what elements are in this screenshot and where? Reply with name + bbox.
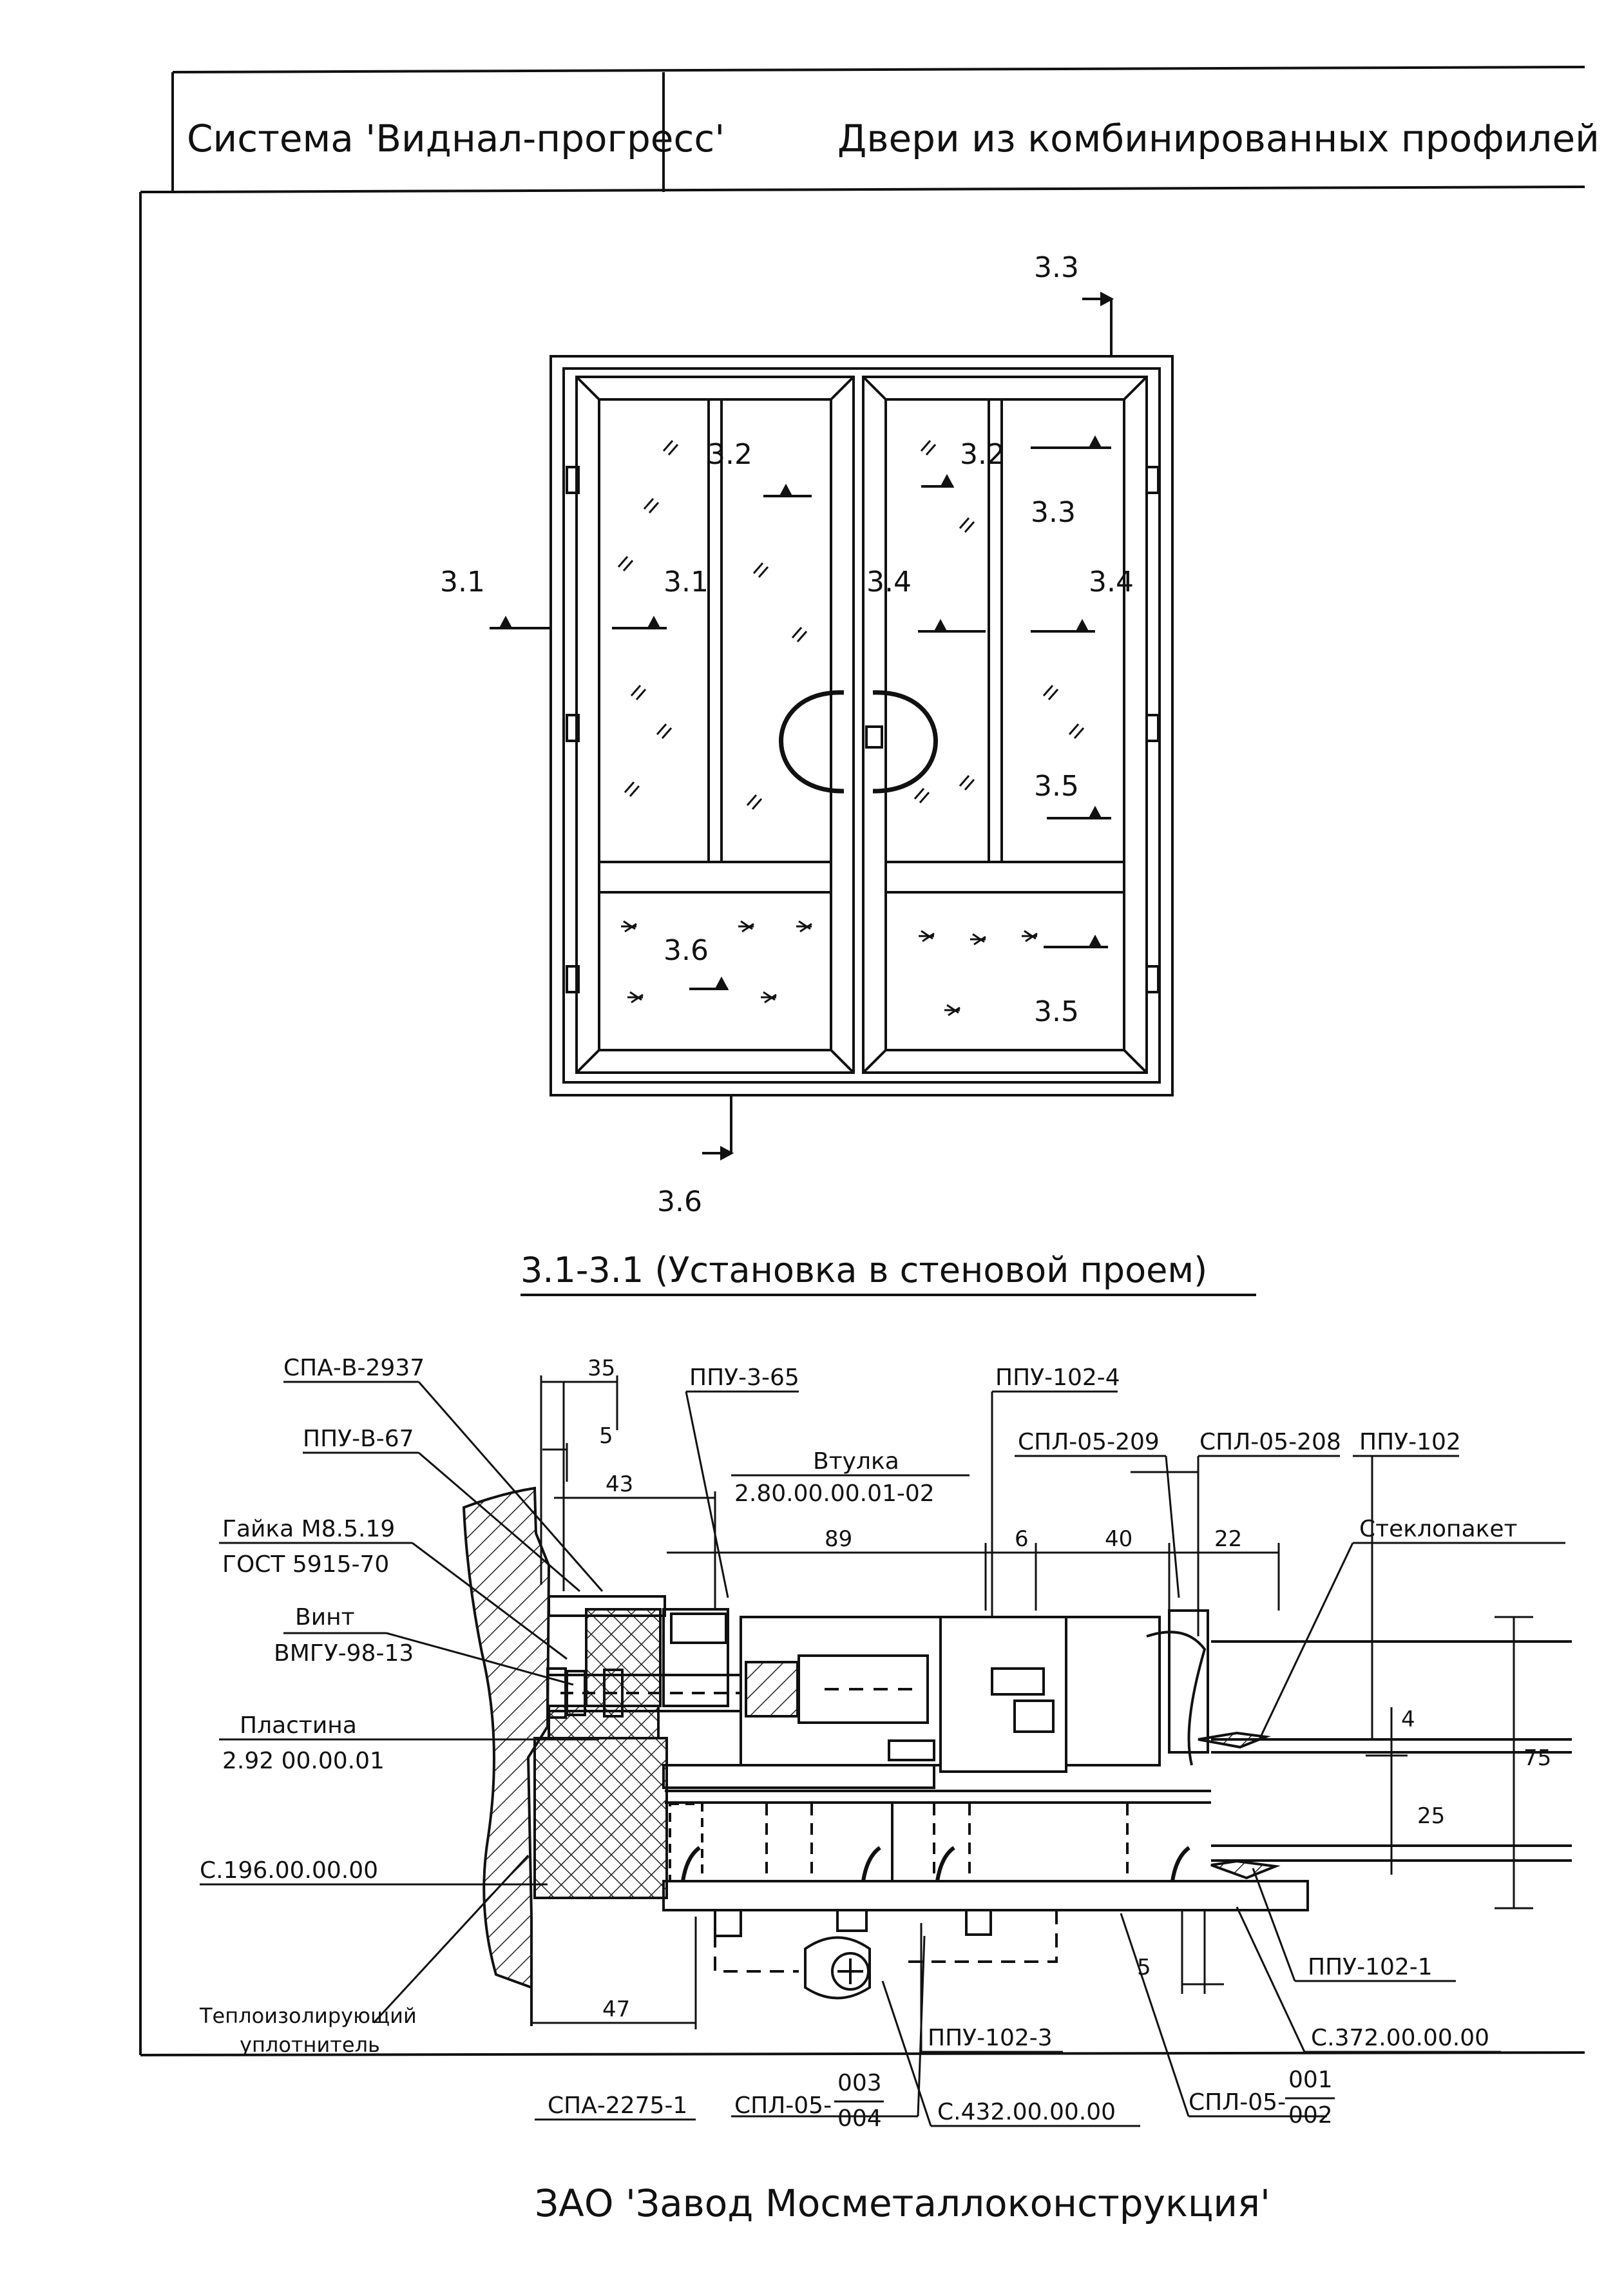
label-glass-pack: Стеклопакет [1359,1516,1518,1542]
label-screw-line1: Винт [295,1604,355,1631]
label-spl-05-right: СПЛ-05- [1189,2089,1286,2116]
callout-3-2-left: 3.2 [707,438,752,471]
dimension-lines [531,1375,1533,2029]
label-c372: С.372.00.00.00 [1311,2025,1489,2051]
dim-47: 47 [602,1996,630,2022]
panel-marks [621,920,1038,1017]
label-screw-line2: ВМГУ-98-13 [274,1640,414,1667]
glass-marks [617,440,1085,810]
label-nut-line1: Гайка М8.5.19 [222,1516,395,1542]
label-c432: С.432.00.00.00 [937,2099,1116,2125]
label-plate-line2: 2.92 00.00.01 [222,1748,385,1774]
label-ppu-102: ППУ-102 [1359,1429,1461,1455]
dim-75: 75 [1524,1745,1551,1771]
dim-22: 22 [1214,1526,1242,1552]
callout-3-1-left: 3.1 [440,566,485,598]
label-frac-003: 003 [837,2070,882,2096]
callout-3-4-left: 3.4 [866,566,912,598]
company-name: ЗАО 'Завод Мосметаллоконструкция' [535,2181,1270,2225]
system-title: Система 'Виднал-прогресс' [187,117,725,160]
label-frac-004: 004 [837,2105,882,2132]
label-spl-05-left: СПЛ-05- [734,2092,832,2119]
callout-3-5-lower: 3.5 [1034,995,1079,1028]
section-detail [462,1486,1572,2026]
dim-4: 4 [1401,1707,1415,1732]
dim-40: 40 [1105,1526,1132,1552]
door-elevation [549,355,1174,1096]
label-nut-line2: ГОСТ 5915-70 [222,1551,389,1578]
dim-5-bottom: 5 [1137,1955,1151,1980]
title-frame [139,66,1585,2056]
label-insulation-line1: Теплоизолирующий [199,2004,417,2028]
label-spa-2275-1: СПА-2275-1 [548,2092,687,2119]
callout-3-4-right: 3.4 [1089,566,1134,598]
label-ppu-v-67: ППУ-В-67 [303,1426,414,1452]
label-plate-line1: Пластина [240,1712,357,1739]
label-insulation-line2: уплотнитель [240,2033,380,2057]
label-spa-v-2937: СПА-В-2937 [283,1355,425,1381]
label-frac-002: 002 [1288,2102,1333,2129]
document-title: Двери из комбинированных профилей [837,117,1600,160]
callout-3-2-right: 3.2 [960,438,1005,471]
label-ppu-102-3: ППУ-102-3 [928,2025,1053,2051]
dim-35: 35 [588,1355,615,1381]
leader-lines [200,1381,1565,2127]
callout-3-3-inner: 3.3 [1031,496,1076,529]
callout-3-3-top: 3.3 [1034,251,1079,284]
section-markers [490,291,1114,1161]
dim-89: 89 [825,1526,852,1552]
dim-6: 6 [1015,1526,1029,1552]
label-spl-05-208: СПЛ-05-208 [1199,1429,1341,1455]
callout-3-5-upper: 3.5 [1034,770,1079,803]
dim-25: 25 [1417,1803,1445,1829]
dim-43: 43 [606,1471,633,1497]
label-ppu-3-65: ППУ-3-65 [689,1364,799,1391]
label-frac-001: 001 [1288,2067,1333,2093]
label-vtulka-line2: 2.80.00.00.01-02 [734,1480,935,1507]
callout-3-6-bottom: 3.6 [657,1185,702,1218]
section-title: 3.1-3.1 (Установка в стеновой проем) [521,1250,1207,1290]
callout-3-6-inner: 3.6 [664,934,709,967]
callout-3-1-inner: 3.1 [664,566,709,598]
label-ppu-102-4: ППУ-102-4 [995,1364,1120,1391]
label-spl-05-209: СПЛ-05-209 [1018,1429,1160,1455]
dim-5-top: 5 [599,1423,613,1449]
label-ppu-102-1: ППУ-102-1 [1308,1954,1433,1980]
label-c196: С.196.00.00.00 [200,1857,378,1884]
label-vtulka-line1: Втулка [813,1448,899,1475]
